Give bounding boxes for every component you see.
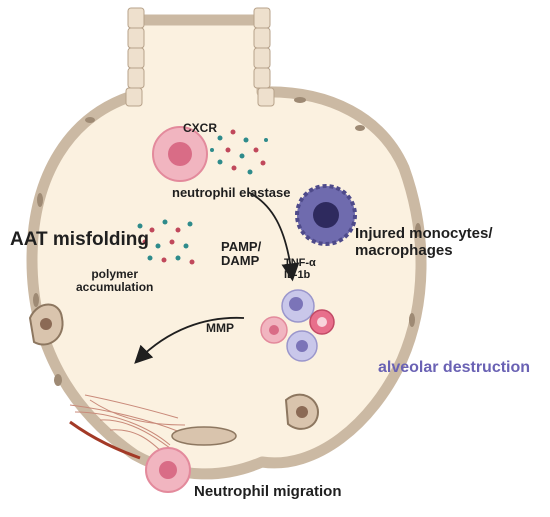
mmp-arrow	[134, 316, 245, 364]
wall-macrophage-left	[28, 303, 64, 346]
alveolus-sac	[26, 14, 427, 480]
polymer-accumulation-label: polymer accumulation	[76, 267, 154, 295]
neutrophil-elastase-label: neutrophil elastase	[172, 185, 291, 200]
injured-line2: macrophages	[355, 241, 453, 259]
migrating-neutrophil	[145, 447, 191, 493]
wall-macrophage-right	[284, 393, 320, 430]
il1b-label: IL-1b	[284, 269, 311, 282]
endothelial-cell	[171, 426, 237, 446]
aat-misfolding-label: AAT misfolding	[10, 229, 149, 250]
pamp-damp-label: PAMP/ DAMP	[221, 239, 262, 269]
tnf-alpha-label: TNF-α	[284, 257, 316, 269]
airway-epithelium-left	[125, 7, 145, 107]
airway-epithelium-right	[253, 7, 275, 107]
polymer-dots	[137, 219, 195, 265]
neutrophil-cell	[152, 126, 208, 182]
elastase-arrow	[247, 191, 300, 282]
injured-line1: Injured monocytes/	[355, 225, 493, 242]
injured-monocytes-label: Injured monocytes/ macrophages	[355, 225, 493, 259]
pamp-line2: DAMP	[221, 253, 260, 269]
alveolar-destruction-label: alveolar destruction	[378, 359, 531, 376]
pamp-line1: PAMP/	[221, 239, 262, 254]
damaged-wall	[69, 420, 141, 460]
elastase-granules	[210, 129, 268, 175]
destroyed-fibres	[69, 394, 186, 456]
mmp-label: MMP	[206, 321, 234, 335]
cxcr-label: CXCR	[183, 121, 218, 135]
injured-macrophage	[295, 184, 357, 246]
alveolar-wall-cells	[33, 97, 421, 386]
neutrophil-migration-label: Neutrophil migration	[194, 483, 342, 500]
immune-cell-cluster	[260, 289, 335, 362]
cytokine-label: TNF-α IL-1b	[284, 257, 316, 281]
polymer-line1: polymer	[91, 267, 139, 281]
polymer-line2: accumulation	[76, 280, 154, 295]
